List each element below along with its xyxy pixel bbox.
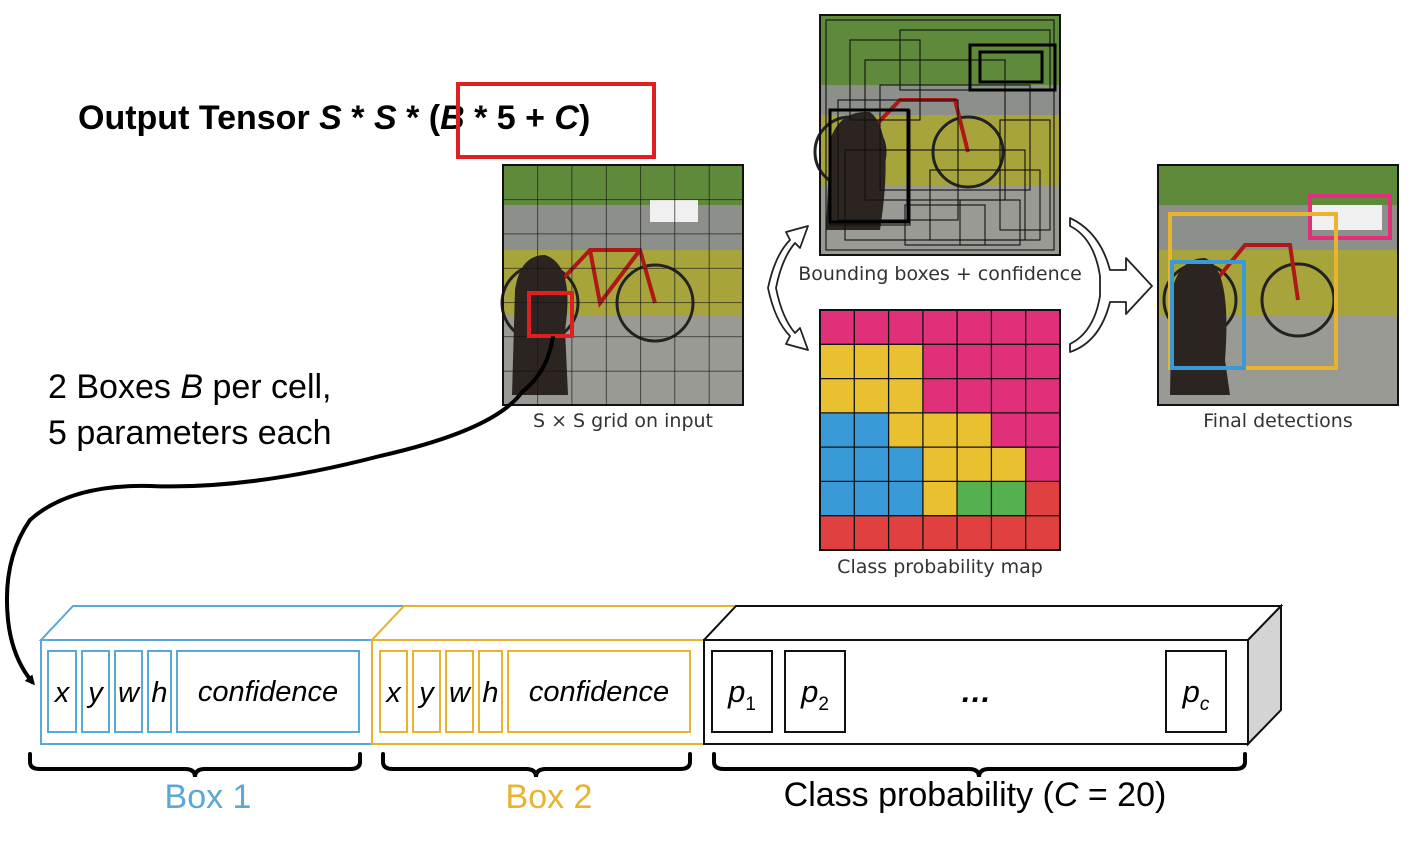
box2-x-cell [379, 650, 408, 733]
cell-to-tensor-arrow [4, 335, 555, 686]
box2-confidence-label: confidence [529, 676, 669, 708]
box1-confidence-cell [176, 650, 360, 733]
box2-h-label: h [482, 677, 498, 709]
class-probability-map [819, 309, 1061, 551]
class-p2-label: p2 [800, 674, 829, 715]
brace-classes [712, 752, 1247, 778]
box1-front [40, 639, 373, 745]
box2-y-label: y [417, 677, 435, 709]
braces [28, 752, 1247, 778]
class-top-face [701, 605, 1284, 641]
box2-h-cell [478, 650, 503, 733]
caption-final: Final detections [1203, 410, 1352, 432]
class-pc-label: pc [1182, 674, 1210, 715]
box2-confidence-cell [507, 650, 691, 733]
class-front [703, 639, 1249, 745]
bounding-boxes-image [813, 14, 1061, 256]
box2-y-cell [412, 650, 441, 733]
detection-car-box [1308, 194, 1392, 240]
caption-grid: S × S grid on input [533, 410, 713, 432]
output-tensor: x y w h confidence x y w h confidence p1… [38, 603, 1284, 747]
box1-y-cell [81, 650, 110, 733]
final-detections-image [1157, 164, 1399, 406]
box1-confidence-label: confidence [198, 676, 338, 708]
box2-top-face [369, 605, 739, 641]
brace-box2 [381, 752, 692, 778]
annotation-line2: 5 parameters each [48, 414, 332, 452]
box1-top-face [38, 605, 407, 641]
box2-front [371, 639, 705, 745]
box2-label: Box 2 [506, 778, 593, 816]
class-pc-cell [1165, 650, 1227, 733]
box2-w-label: w [449, 677, 472, 709]
box1-y-label: y [86, 677, 104, 709]
class-p1-label: p1 [727, 674, 756, 715]
class-p1-cell [711, 650, 773, 733]
box1-label: Box 1 [165, 778, 252, 816]
split-arrow [767, 225, 809, 351]
class-probability-label: Class probability (C = 20) [784, 776, 1167, 814]
title: Output Tensor S * S * (B * 5 + C) [78, 99, 590, 137]
box1-h-label: h [151, 677, 167, 709]
box1-h-cell [147, 650, 172, 733]
box2-x-label: x [384, 677, 402, 709]
flow-arrows [767, 217, 1153, 353]
brace-box1 [28, 752, 362, 778]
box1-w-label: w [118, 677, 141, 709]
class-ellipsis: … [961, 674, 992, 709]
highlight-cell [527, 291, 574, 338]
caption-bounding-boxes: Bounding boxes + confidence [798, 263, 1082, 285]
detection-dog-box [1170, 260, 1246, 370]
input-grid-image [500, 164, 744, 406]
box2-w-cell [445, 650, 474, 733]
class-p2-cell [784, 650, 846, 733]
box1-x-label: x [53, 677, 71, 709]
merge-arrow [1069, 217, 1153, 353]
annotation-line1: 2 Boxes B per cell, [48, 368, 332, 406]
caption-class-map: Class probability map [837, 556, 1043, 578]
box1-w-cell [114, 650, 143, 733]
title-highlight-box [456, 82, 656, 159]
box1-x-cell [47, 650, 77, 733]
